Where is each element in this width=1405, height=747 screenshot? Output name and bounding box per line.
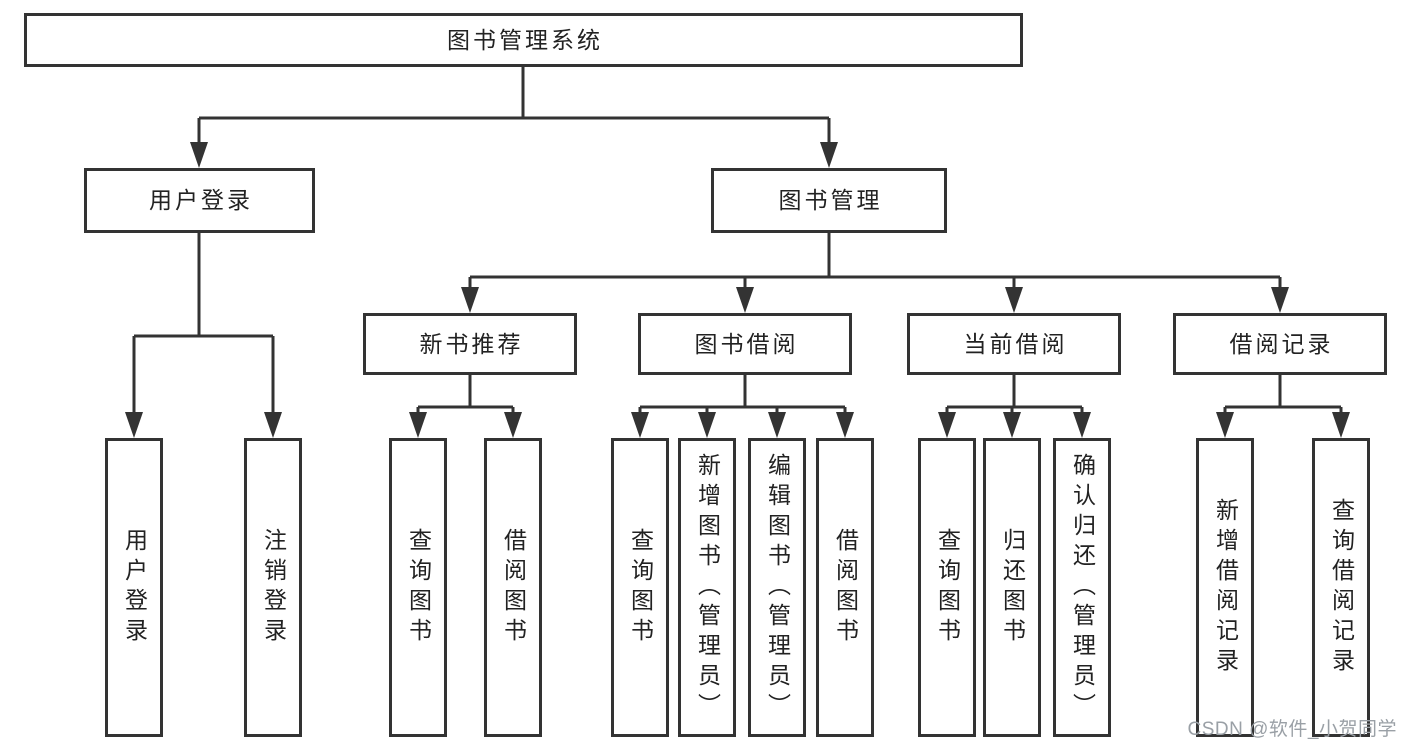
leaf-label: 用户登录: [121, 527, 148, 648]
arrowhead: [631, 412, 649, 438]
edge-userlogin-leaves: [132, 233, 275, 420]
node-new-book-recommend: 新书推荐: [363, 313, 577, 375]
node-leaf-confirm-return-admin: 确认归还（管理员）: [1053, 438, 1111, 737]
arrowhead: [125, 412, 143, 438]
node-borrow-records: 借阅记录: [1173, 313, 1387, 375]
node-leaf-query-borrow-record: 查询借阅记录: [1312, 438, 1370, 737]
arrowhead: [1073, 412, 1091, 438]
node-book-management: 图书管理: [711, 168, 947, 233]
arrowhead: [264, 412, 282, 438]
node-leaf-logout: 注销登录: [244, 438, 302, 737]
leaf-label: 确认归还（管理员）: [1069, 452, 1096, 723]
arrowhead: [1005, 287, 1023, 313]
arrowhead: [820, 142, 838, 168]
node-leaf-add-book-admin: 新增图书（管理员）: [678, 438, 736, 737]
arrowhead: [190, 142, 208, 168]
leaf-label: 借阅图书: [832, 527, 859, 648]
leaf-label: 查询图书: [405, 527, 432, 648]
leaf-label: 注销登录: [260, 527, 287, 648]
arrowhead: [768, 412, 786, 438]
leaf-label: 查询图书: [627, 527, 654, 648]
leaf-label: 新增图书（管理员）: [694, 452, 721, 723]
node-leaf-borrow-books: 借阅图书: [816, 438, 874, 737]
edge-root-level2: [197, 67, 831, 150]
arrowhead: [1271, 287, 1289, 313]
node-leaf-user-login: 用户登录: [105, 438, 163, 737]
node-leaf-edit-book-admin: 编辑图书（管理员）: [748, 438, 806, 737]
leaf-label: 查询借阅记录: [1328, 497, 1355, 678]
edge-borrowrecords-leaves: [1223, 375, 1343, 420]
csdn-watermark: CSDN @软件_小贺同学: [1187, 719, 1397, 740]
node-leaf-return-book: 归还图书: [983, 438, 1041, 737]
arrowhead: [1332, 412, 1350, 438]
leaf-label: 归还图书: [999, 527, 1026, 648]
node-book-borrow: 图书借阅: [638, 313, 852, 375]
edge-bookborrow-leaves: [638, 375, 847, 420]
arrowheads: [125, 142, 1350, 438]
node-root: 图书管理系统: [24, 13, 1023, 67]
arrowhead: [698, 412, 716, 438]
arrowhead: [504, 412, 522, 438]
edge-bookmgmt-level3: [468, 233, 1282, 295]
leaf-label: 编辑图书（管理员）: [764, 452, 791, 723]
arrowhead: [461, 287, 479, 313]
node-leaf-add-borrow-record: 新增借阅记录: [1196, 438, 1254, 737]
edge-newbookrec-leaves: [416, 375, 515, 420]
arrowhead: [836, 412, 854, 438]
arrowhead: [736, 287, 754, 313]
arrowhead: [1216, 412, 1234, 438]
arrowhead: [1003, 412, 1021, 438]
node-leaf-query-books-recommend: 查询图书: [389, 438, 447, 737]
leaf-label: 新增借阅记录: [1212, 497, 1239, 678]
leaf-label: 查询图书: [934, 527, 961, 648]
node-leaf-borrow-books-recommend: 借阅图书: [484, 438, 542, 737]
node-leaf-query-books-borrow: 查询图书: [611, 438, 669, 737]
node-leaf-query-books-current: 查询图书: [918, 438, 976, 737]
arrowhead: [938, 412, 956, 438]
node-current-borrow: 当前借阅: [907, 313, 1121, 375]
node-user-login: 用户登录: [84, 168, 315, 233]
leaf-label: 借阅图书: [500, 527, 527, 648]
arrowhead: [409, 412, 427, 438]
